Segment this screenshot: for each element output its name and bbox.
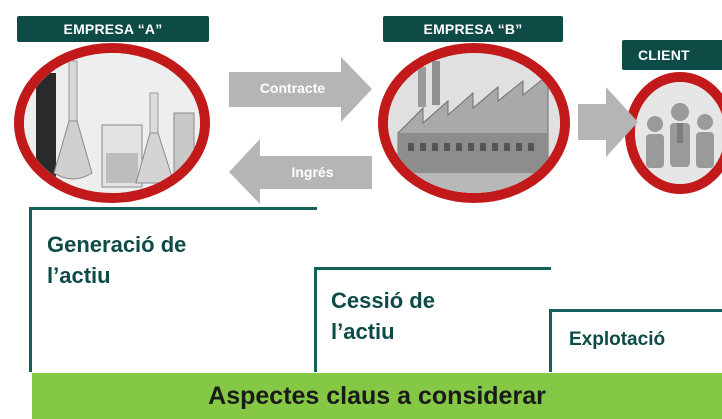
- stage-cessio: [314, 267, 551, 372]
- key-aspects-bar: Aspectes claus a considerar: [32, 373, 722, 419]
- stage-explotacio-line1: Explotació: [569, 329, 666, 350]
- company-a-label-text: EMPRESA “A”: [63, 21, 163, 37]
- stage-explotacio: [549, 309, 722, 372]
- contracte-arrow: Contracte: [229, 57, 372, 122]
- people-icon: [635, 82, 722, 184]
- stage-generacio-line2: l’actiu: [47, 263, 111, 288]
- contracte-label: Contracte: [259, 80, 326, 96]
- stage-cessio-text: Cessió de l’actiu: [331, 285, 435, 347]
- client-arrow: [578, 87, 638, 157]
- stage-cessio-line2: l’actiu: [331, 319, 395, 344]
- factory-image: [378, 43, 570, 203]
- ingres-arrow: Ingrés: [229, 139, 372, 204]
- ingres-label: Ingrés: [291, 164, 334, 180]
- stage-generacio-line1: Generació de: [47, 232, 187, 257]
- right-arrow-icon: [578, 87, 638, 157]
- lab-glassware-icon: [24, 53, 200, 193]
- company-b-label: EMPRESA “B”: [383, 16, 563, 42]
- right-arrow-icon: [229, 57, 372, 122]
- company-a-label: EMPRESA “A”: [17, 16, 209, 42]
- client-people-image: [625, 72, 722, 194]
- left-arrow-icon: [229, 139, 372, 204]
- company-b-label-text: EMPRESA “B”: [423, 21, 523, 37]
- stage-cessio-line1: Cessió de: [331, 288, 435, 313]
- stage-explotacio-text: Explotació: [569, 324, 665, 355]
- client-label-text: CLIENT: [638, 47, 690, 63]
- lab-glassware-image: [14, 43, 210, 203]
- stage-generacio-text: Generació de l’actiu: [47, 229, 186, 291]
- factory-icon: [388, 53, 560, 193]
- stage-generacio: [29, 207, 317, 372]
- client-label: CLIENT: [622, 40, 722, 70]
- key-aspects-title: Aspectes claus a considerar: [208, 381, 546, 410]
